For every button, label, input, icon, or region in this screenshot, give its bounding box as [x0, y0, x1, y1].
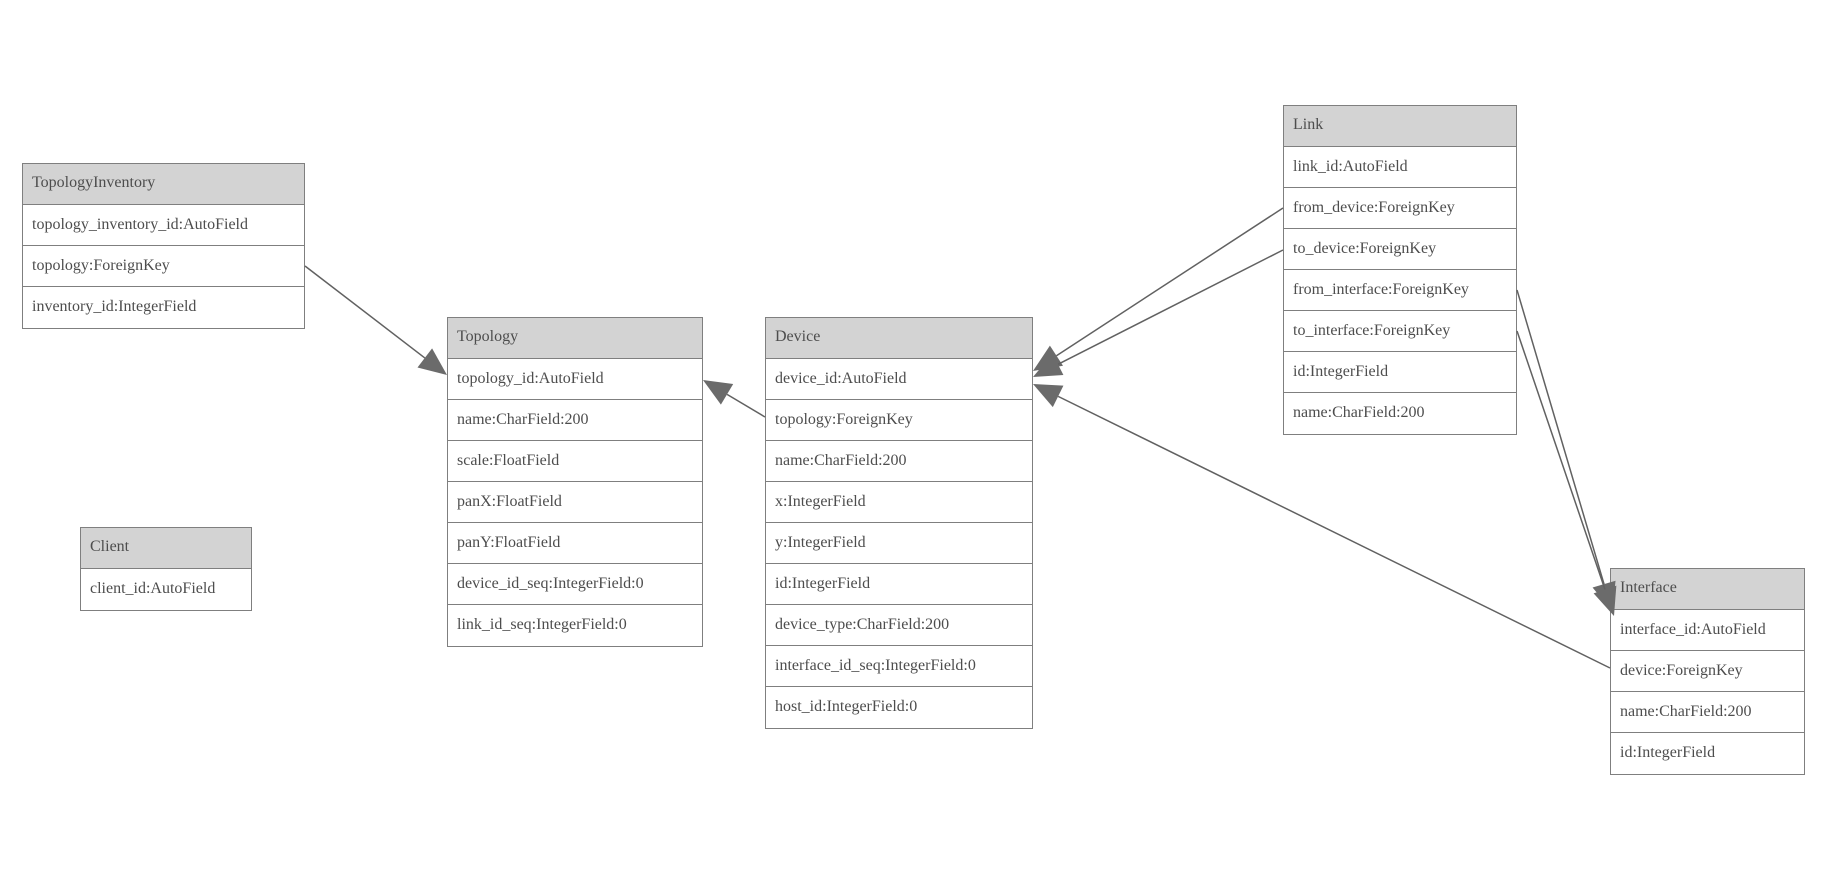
edge-device-topology	[726, 393, 766, 418]
field-link_id: link_id:AutoField	[1284, 147, 1516, 188]
field-to_interface: to_interface:ForeignKey	[1284, 311, 1516, 352]
entity-title-client: Client	[81, 528, 251, 569]
field-topology_inventory_id: topology_inventory_id:AutoField	[23, 205, 304, 246]
edge-link-from-interface	[1516, 289, 1605, 585]
edge-interface-device	[1057, 395, 1611, 669]
field-x: x:IntegerField	[766, 482, 1032, 523]
entity-title-device: Device	[766, 318, 1032, 359]
field-name: name:CharField:200	[1284, 393, 1516, 434]
field-panY: panY:FloatField	[448, 523, 702, 564]
entity-client: Client client_id:AutoField	[80, 527, 252, 611]
field-name: name:CharField:200	[1611, 692, 1804, 733]
field-panX: panX:FloatField	[448, 482, 702, 523]
field-from_device: from_device:ForeignKey	[1284, 188, 1516, 229]
entity-title-topologyinventory: TopologyInventory	[23, 164, 304, 205]
arrowhead-interface-device	[1033, 384, 1064, 408]
arrowhead-topologyinventory-topology	[417, 348, 447, 375]
entity-title-interface: Interface	[1611, 569, 1804, 610]
field-topology: topology:ForeignKey	[766, 400, 1032, 441]
arrowhead-link-to-device	[1033, 353, 1064, 377]
field-device_id_seq: device_id_seq:IntegerField:0	[448, 564, 702, 605]
field-device: device:ForeignKey	[1611, 651, 1804, 692]
field-id: id:IntegerField	[766, 564, 1032, 605]
field-link_id_seq: link_id_seq:IntegerField:0	[448, 605, 702, 646]
field-name: name:CharField:200	[448, 400, 702, 441]
field-name: name:CharField:200	[766, 441, 1032, 482]
field-interface_id: interface_id:AutoField	[1611, 610, 1804, 651]
field-id: id:IntegerField	[1611, 733, 1804, 774]
field-to_device: to_device:ForeignKey	[1284, 229, 1516, 270]
edge-link-to-interface	[1516, 330, 1606, 590]
entity-topologyinventory: TopologyInventory topology_inventory_id:…	[22, 163, 305, 329]
field-host_id: host_id:IntegerField:0	[766, 687, 1032, 728]
field-device_id: device_id:AutoField	[766, 359, 1032, 400]
edge-link-from-device	[1056, 207, 1284, 357]
field-device_type: device_type:CharField:200	[766, 605, 1032, 646]
field-y: y:IntegerField	[766, 523, 1032, 564]
field-interface_id_seq: interface_id_seq:IntegerField:0	[766, 646, 1032, 687]
edge-topologyinventory-topology	[304, 265, 426, 359]
field-scale: scale:FloatField	[448, 441, 702, 482]
entity-title-link: Link	[1284, 106, 1516, 147]
arrowhead-link-from-device	[1033, 345, 1064, 371]
field-from_interface: from_interface:ForeignKey	[1284, 270, 1516, 311]
entity-fields-client: client_id:AutoField	[81, 569, 251, 610]
arrowhead-device-topology	[703, 380, 734, 405]
edge-link-to-device	[1057, 249, 1284, 365]
entity-title-topology: Topology	[448, 318, 702, 359]
field-topology_id: topology_id:AutoField	[448, 359, 702, 400]
field-topology: topology:ForeignKey	[23, 246, 304, 287]
field-id: id:IntegerField	[1284, 352, 1516, 393]
field-inventory_id: inventory_id:IntegerField	[23, 287, 304, 328]
field-client_id: client_id:AutoField	[81, 569, 251, 610]
